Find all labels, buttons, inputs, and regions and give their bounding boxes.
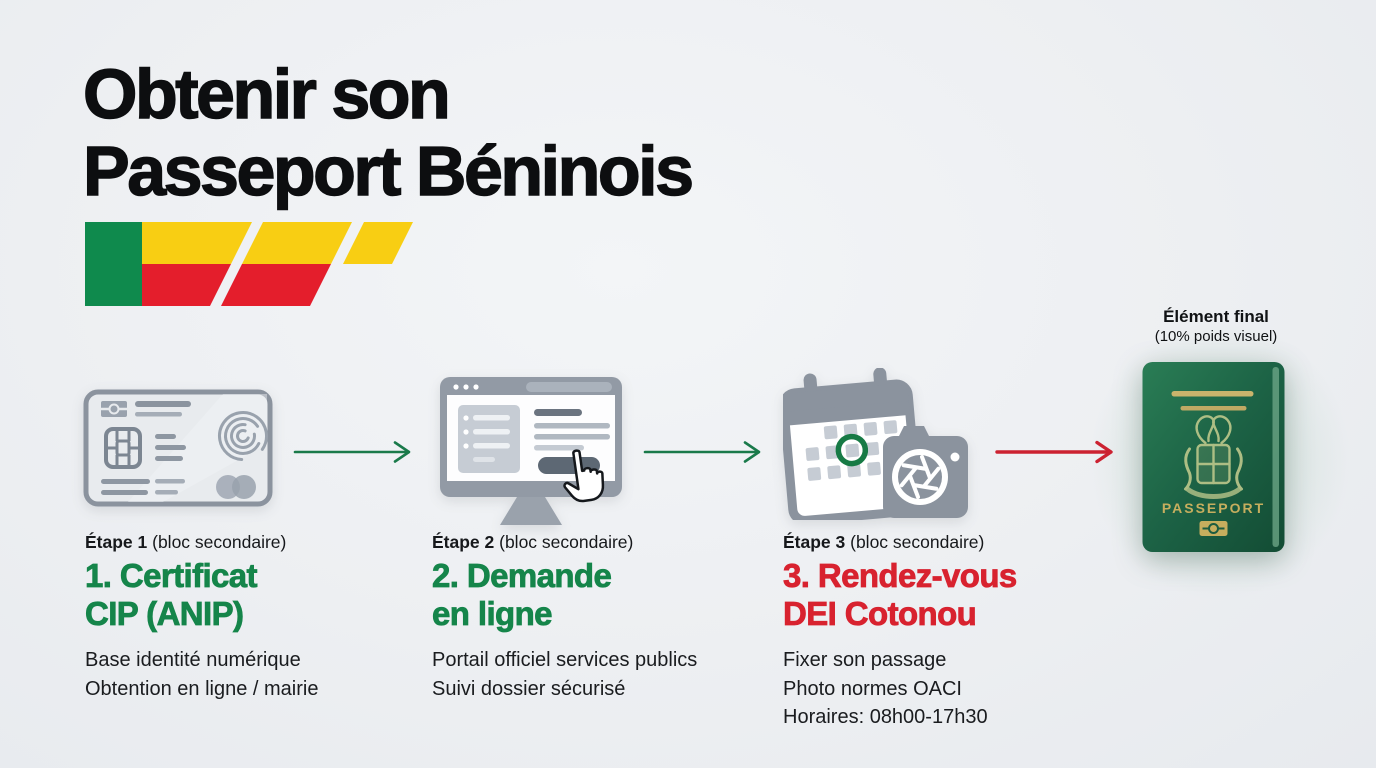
step-1-block: Étape 1 (bloc secondaire) 1. Certificat …: [85, 531, 425, 703]
passport-icon: PASSEPORT: [1142, 362, 1285, 552]
flag-green-band: [85, 222, 142, 306]
page-title-line2: Passeport Béninois: [82, 132, 694, 210]
step-3-block: Étape 3 (bloc secondaire) 3. Rendez-vous…: [783, 531, 1123, 732]
id-card-icon: [83, 389, 273, 507]
calendar-selected-day-ring: [835, 433, 869, 467]
step-2-block: Étape 2 (bloc secondaire) 2. Demande en …: [432, 531, 772, 703]
hand-cursor-icon: [563, 449, 605, 503]
step-1-tag-label: Étape 1: [85, 532, 148, 552]
step-1-body: Base identité numérique Obtention en lig…: [85, 649, 319, 700]
benin-coat-of-arms: [1184, 415, 1243, 499]
step-3-body: Fixer son passage Photo normes OACI Hora…: [783, 649, 988, 728]
aperture-icon: [899, 455, 941, 499]
step-2-heading: 2. Demande en ligne: [432, 557, 613, 633]
flag-yellow-slash-small: [343, 222, 413, 264]
flag-yellow-band: [142, 222, 252, 264]
fingerprint-icon: [218, 411, 268, 461]
biometric-passport-icon: [1199, 521, 1228, 536]
page-title-line1: Obtenir son: [82, 55, 451, 133]
benin-flag-logo: [85, 222, 413, 306]
step-1-tag: Étape 1 (bloc secondaire): [85, 531, 425, 553]
flag-red-band: [142, 264, 231, 306]
step-2-tag-note: (bloc secondaire): [499, 532, 634, 552]
step-1-heading: 1. Certificat CIP (ANIP): [85, 557, 258, 633]
step-3-tag-label: Étape 3: [783, 532, 846, 552]
page-title: Obtenir son Passeport Béninois: [82, 55, 694, 210]
flow-arrow-1-icon: [293, 441, 411, 463]
monitor-stand: [500, 497, 562, 525]
calendar-grid: [805, 420, 900, 481]
step-1-tag-note: (bloc secondaire): [152, 532, 287, 552]
passport-title-text: PASSEPORT: [1162, 500, 1265, 516]
step-2-tag: Étape 2 (bloc secondaire): [432, 531, 772, 553]
passport-spine: [1272, 367, 1279, 547]
screen-sidebar: [458, 405, 520, 473]
final-element-label: Élément final (10% poids visuel): [1116, 306, 1316, 347]
card-circles-icon: [216, 475, 256, 499]
final-element-subtitle: (10% poids visuel): [1154, 328, 1278, 345]
step-3-tag-note: (bloc secondaire): [850, 532, 985, 552]
flag-red-slash: [221, 264, 331, 306]
camera-icon: [883, 426, 968, 518]
step-2-body: Portail officiel services publics Suivi …: [432, 649, 698, 700]
card-chip-icon: [104, 427, 142, 469]
calendar-camera-icon: [783, 368, 968, 520]
step-3-heading: 3. Rendez-vous DEI Cotonou: [783, 557, 1018, 633]
flow-arrow-3-icon: [995, 440, 1113, 464]
step-3-tag: Étape 3 (bloc secondaire): [783, 531, 1123, 553]
final-element-title: Élément final: [1163, 307, 1269, 326]
step-2-tag-label: Étape 2: [432, 532, 495, 552]
flag-yellow-slash: [242, 222, 352, 264]
flow-arrow-2-icon: [643, 441, 761, 463]
